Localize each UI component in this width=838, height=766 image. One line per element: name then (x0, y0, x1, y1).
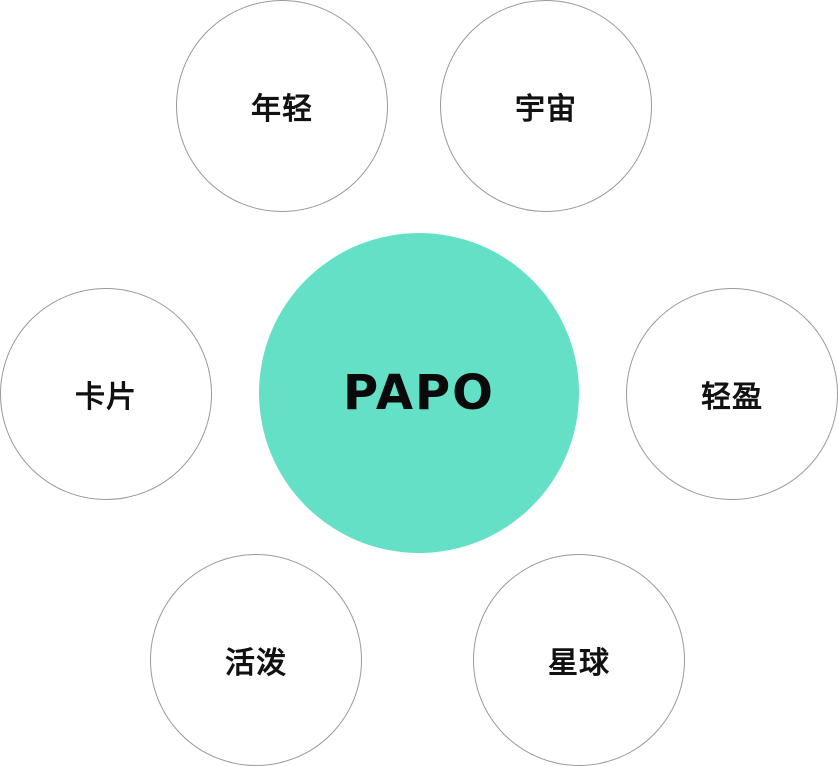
keyword-circle-light: 轻盈 (626, 288, 838, 500)
keyword-label: 轻盈 (701, 380, 763, 415)
center-circle: PAPO (259, 233, 579, 553)
keyword-circle-card: 卡片 (0, 288, 212, 500)
keyword-label: 年轻 (251, 92, 313, 127)
keyword-circle-planet: 星球 (473, 554, 685, 766)
center-label: PAPO (343, 365, 495, 421)
keyword-label: 星球 (548, 646, 610, 681)
keyword-label: 活泼 (225, 646, 287, 681)
keyword-label: 宇宙 (515, 92, 577, 127)
keyword-circle-lively: 活泼 (150, 554, 362, 766)
keyword-circle-young: 年轻 (176, 0, 388, 212)
keyword-circle-universe: 宇宙 (440, 0, 652, 212)
keyword-label: 卡片 (75, 380, 137, 415)
